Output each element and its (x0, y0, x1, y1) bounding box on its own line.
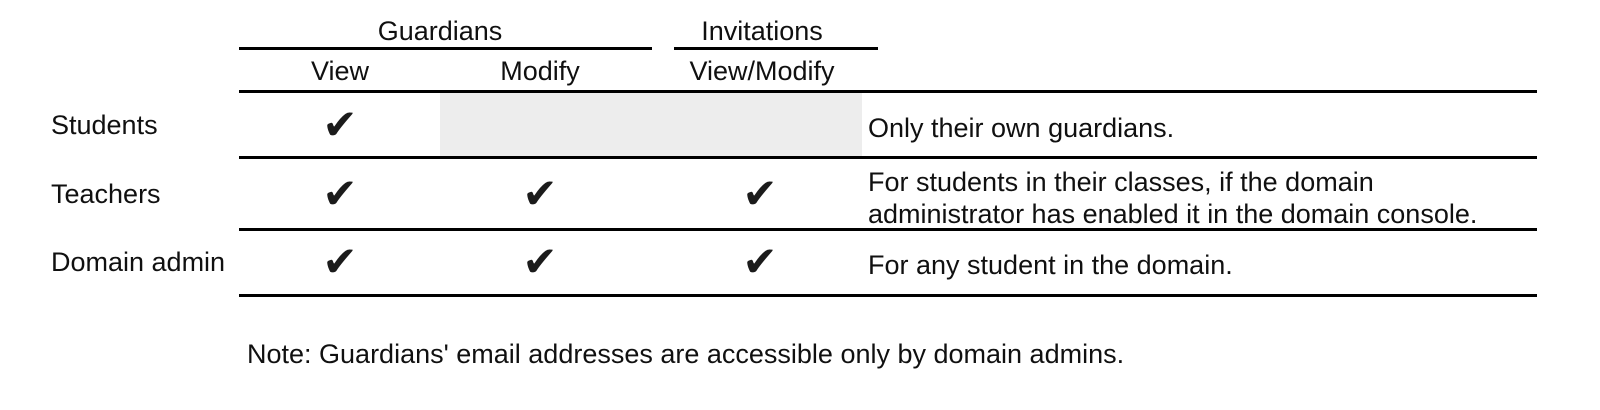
row-label-teachers: Teachers (51, 179, 161, 209)
row-label-students: Students (51, 110, 158, 140)
row-description-teachers: For students in their classes, if the do… (868, 167, 1478, 229)
row-label-domain-admin: Domain admin (51, 247, 226, 277)
rule-group-guardians (239, 47, 652, 50)
rule-row-students-bottom (239, 156, 1537, 159)
check-icon-teachers-guardians-view: ✔ (322, 169, 358, 218)
row-description-students: Only their own guardians. (868, 113, 1175, 143)
check-icon-teachers-invitations: ✔ (742, 169, 778, 218)
check-icon-students-guardians-view: ✔ (322, 100, 358, 149)
disabled-cell-students (440, 93, 862, 156)
column-header-guardians-modify: Modify (500, 56, 580, 86)
column-group-invitations-label: Invitations (701, 16, 823, 46)
check-icon-domain-admin-invitations: ✔ (742, 237, 778, 286)
row-description-domain-admin: For any student in the domain. (868, 250, 1233, 280)
rule-header-bottom (239, 90, 1537, 93)
column-header-guardians-view: View (310, 56, 370, 86)
rule-row-teachers-bottom (239, 228, 1537, 231)
rule-group-invitations (674, 47, 878, 50)
rule-table-bottom (239, 294, 1537, 297)
column-group-guardians-label: Guardians (377, 16, 503, 46)
check-icon-domain-admin-guardians-modify: ✔ (522, 237, 558, 286)
check-icon-teachers-guardians-modify: ✔ (522, 169, 558, 218)
table-footnote: Note: Guardians' email addresses are acc… (247, 339, 1125, 369)
column-header-invitations-view-modify: View/Modify (689, 56, 835, 86)
check-icon-domain-admin-guardians-view: ✔ (322, 237, 358, 286)
